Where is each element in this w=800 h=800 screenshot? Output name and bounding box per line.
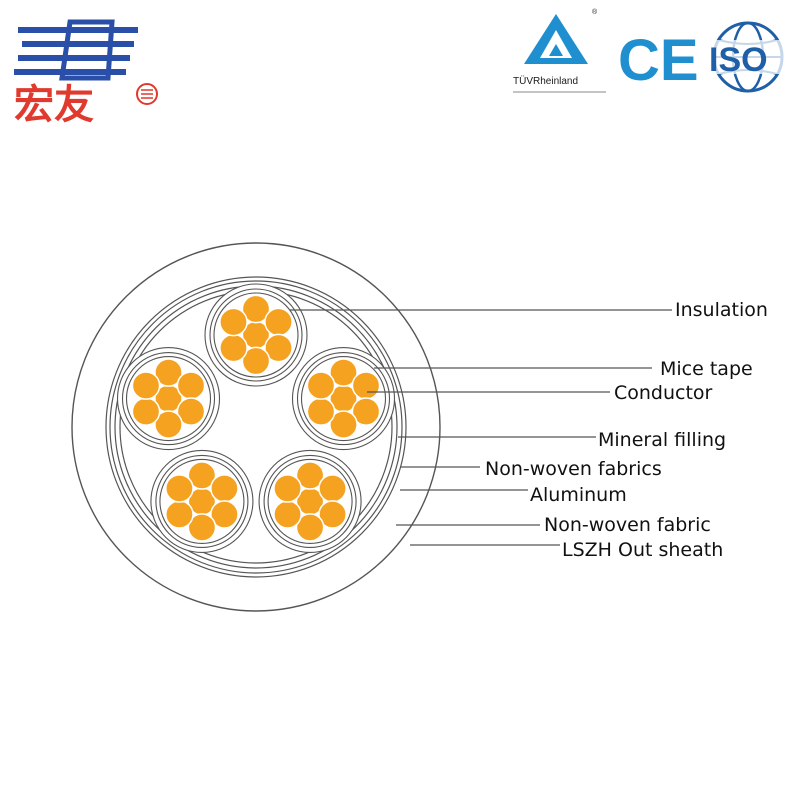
cable-core bbox=[150, 449, 254, 553]
brand-name: 宏友 bbox=[14, 82, 94, 128]
conductor-strand bbox=[219, 307, 248, 337]
label-insulation: Insulation bbox=[675, 299, 768, 321]
conductor-strand bbox=[306, 397, 336, 426]
cable-core bbox=[258, 449, 362, 553]
conductor-strand bbox=[165, 474, 194, 503]
tuv-triangle-icon: ® bbox=[524, 8, 598, 64]
tuv-text: TÜVRheinland bbox=[513, 75, 578, 87]
conductor-strand bbox=[318, 500, 347, 529]
conductor-strand bbox=[131, 371, 161, 400]
conductor-strand bbox=[273, 474, 302, 503]
registered-mark-icon bbox=[136, 83, 158, 105]
iso-text: ISO bbox=[709, 41, 768, 79]
cable-core bbox=[204, 283, 308, 387]
brand-frame bbox=[59, 19, 115, 81]
label-non-woven-fabrics: Non-woven fabrics bbox=[485, 458, 662, 480]
conductor-strand bbox=[165, 500, 194, 529]
conductor-strand bbox=[295, 461, 325, 490]
conductor-strand bbox=[264, 307, 293, 337]
conductor-strand bbox=[210, 474, 239, 503]
conductor-strand bbox=[306, 371, 336, 400]
brand-logo-icon bbox=[14, 19, 138, 81]
conductor-strand bbox=[264, 333, 293, 363]
conductor-strand bbox=[351, 371, 381, 400]
conductor-strand bbox=[241, 346, 271, 376]
ce-mark: CE bbox=[618, 28, 699, 93]
label-mice-tape: Mice tape bbox=[660, 358, 753, 380]
conductor-strand bbox=[351, 397, 381, 426]
conductor-strand bbox=[131, 397, 161, 426]
label-conductor: Conductor bbox=[614, 382, 713, 404]
label-lszh-out-sheath: LSZH Out sheath bbox=[562, 539, 723, 561]
conductor-strand bbox=[241, 294, 271, 324]
cable-core bbox=[116, 347, 221, 451]
conductor-strand bbox=[273, 500, 302, 529]
conductor-strand bbox=[187, 513, 217, 542]
label-non-woven-fabric: Non-woven fabric bbox=[544, 514, 711, 536]
iso-logo: ISO bbox=[708, 21, 794, 93]
conductor-strand bbox=[329, 410, 358, 439]
conductor-strand bbox=[219, 333, 248, 363]
conductor-strand bbox=[295, 513, 325, 542]
conductor-strand bbox=[176, 397, 206, 426]
conductor-strand bbox=[329, 358, 358, 387]
conductor-strand bbox=[318, 474, 347, 503]
conductor-strand bbox=[154, 410, 183, 439]
tuv-rheinland-logo: ® TÜVRheinland bbox=[513, 8, 606, 93]
cable-cores bbox=[116, 283, 396, 553]
cable bbox=[71, 242, 441, 612]
callout-lines bbox=[290, 309, 672, 546]
conductor-strand bbox=[176, 371, 206, 400]
callout-labels: Insulation Mice tape Conductor Mineral f… bbox=[485, 299, 768, 561]
brand-logo: 宏友 bbox=[14, 19, 158, 128]
cable-core bbox=[291, 347, 396, 451]
conductor-strand bbox=[154, 358, 183, 387]
label-mineral-filling: Mineral filling bbox=[598, 429, 726, 451]
conductor-strand bbox=[187, 461, 217, 490]
svg-text:®: ® bbox=[592, 8, 598, 16]
conductor-strand bbox=[210, 500, 239, 529]
label-aluminum: Aluminum bbox=[530, 484, 627, 506]
